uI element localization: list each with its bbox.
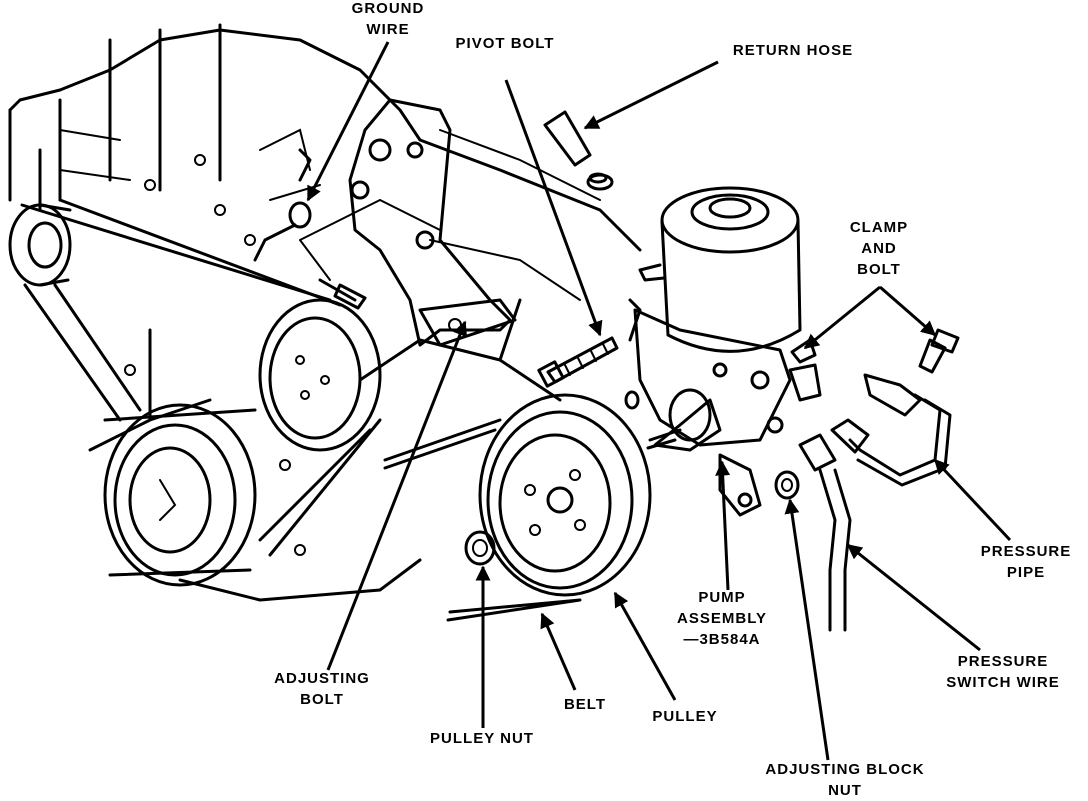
label-pulley: PULLEY xyxy=(652,708,718,725)
pressure-pipe-part xyxy=(830,373,952,487)
return-hose-part xyxy=(543,110,614,191)
pulley-nut-part xyxy=(464,530,496,566)
pressure-switch-wire-part xyxy=(798,433,852,632)
label-adjusting-block-nut: ADJUSTING BLOCK NUT xyxy=(765,761,925,799)
mounting-bracket xyxy=(348,98,517,347)
label-pressure-switch-wire: PRESSURE SWITCH WIRE xyxy=(946,653,1060,691)
label-ground-wire: GROUND WIRE xyxy=(351,0,425,38)
label-pulley-nut: PULLEY NUT xyxy=(430,730,534,747)
pump-pulley xyxy=(383,393,652,622)
pump-body xyxy=(624,298,822,517)
leader-lines xyxy=(306,41,1012,761)
crankshaft-pulley xyxy=(103,403,257,587)
accessory-belt xyxy=(20,198,382,557)
idler-pulley xyxy=(258,298,382,452)
label-pressure-pipe: PRESSURE PIPE xyxy=(980,543,1072,581)
label-pump-assembly: PUMP ASSEMBLY —3B584A xyxy=(677,589,767,648)
adjusting-bolt-part xyxy=(318,278,367,310)
label-return-hose: RETURN HOSE xyxy=(732,42,854,59)
clamp-and-bolt-part xyxy=(790,328,960,374)
engine-block xyxy=(8,23,642,602)
ground-wire-part xyxy=(253,148,312,262)
label-adjusting-bolt: ADJUSTING BOLT xyxy=(274,670,370,708)
crank-pulley-small xyxy=(8,203,72,287)
adjusting-block-nut-part xyxy=(774,470,800,500)
reservoir xyxy=(638,186,802,353)
label-clamp-and-bolt: CLAMP AND BOLT xyxy=(849,219,909,278)
pivot-bolt-part xyxy=(537,336,619,388)
label-pivot-bolt: PIVOT BOLT xyxy=(455,35,555,52)
label-belt: BELT xyxy=(563,696,607,713)
